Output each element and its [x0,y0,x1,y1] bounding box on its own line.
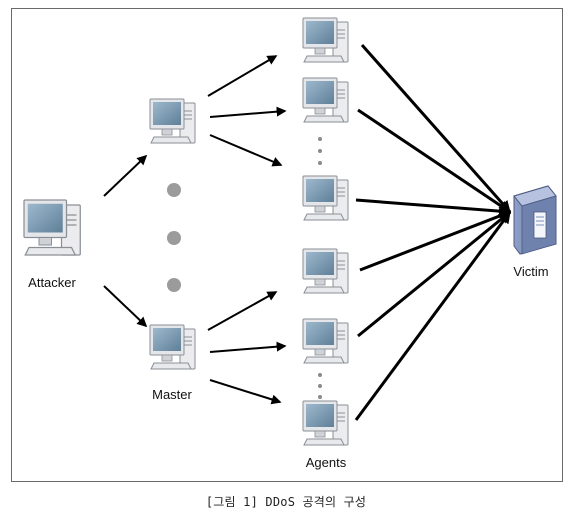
flood-arrow [355,198,512,218]
ellipsis-dot [318,149,322,153]
ddos-diagram: Attacker Master Agents Victim [23,17,557,470]
ellipsis-dot [318,137,322,141]
flood-arrow [357,210,511,338]
command-arrow [207,55,278,97]
agent-computer-icon [302,17,349,63]
master-computer-icon [149,98,196,144]
agent-computer-icon [302,318,349,364]
ellipsis-dot [167,183,181,197]
command-arrow [209,379,282,405]
ellipsis-dot [167,231,181,245]
ellipsis-dot [318,384,322,388]
agents-label: Agents [306,455,347,470]
command-arrow [209,341,287,353]
agent-computer-icon [302,400,349,446]
agent-computer-icon [302,175,349,221]
agent-computer-icon [302,77,349,123]
master-computer-icon [149,324,196,370]
master-label: Master [152,387,192,402]
attack-arrow [103,285,148,328]
diagram-frame [11,8,563,482]
command-arrow [207,291,278,331]
victim-label: Victim [513,264,548,279]
command-arrow [209,134,283,167]
ellipsis-dot [318,373,322,377]
ellipsis-dot [318,395,322,399]
ellipsis-dot [167,278,181,292]
flood-arrow [359,210,512,272]
flood-arrow [357,108,511,214]
attacker-computer-icon [23,199,81,256]
attack-arrow [103,154,148,197]
attacker-label: Attacker [28,275,76,290]
victim-server-icon [513,185,557,255]
flood-arrow [354,211,512,421]
agent-computer-icon [302,248,349,294]
command-arrow [209,106,287,118]
flood-arrow [360,44,512,213]
ellipsis-dot [318,161,322,165]
figure-caption: [그림 1] DDoS 공격의 구성 [205,495,367,509]
